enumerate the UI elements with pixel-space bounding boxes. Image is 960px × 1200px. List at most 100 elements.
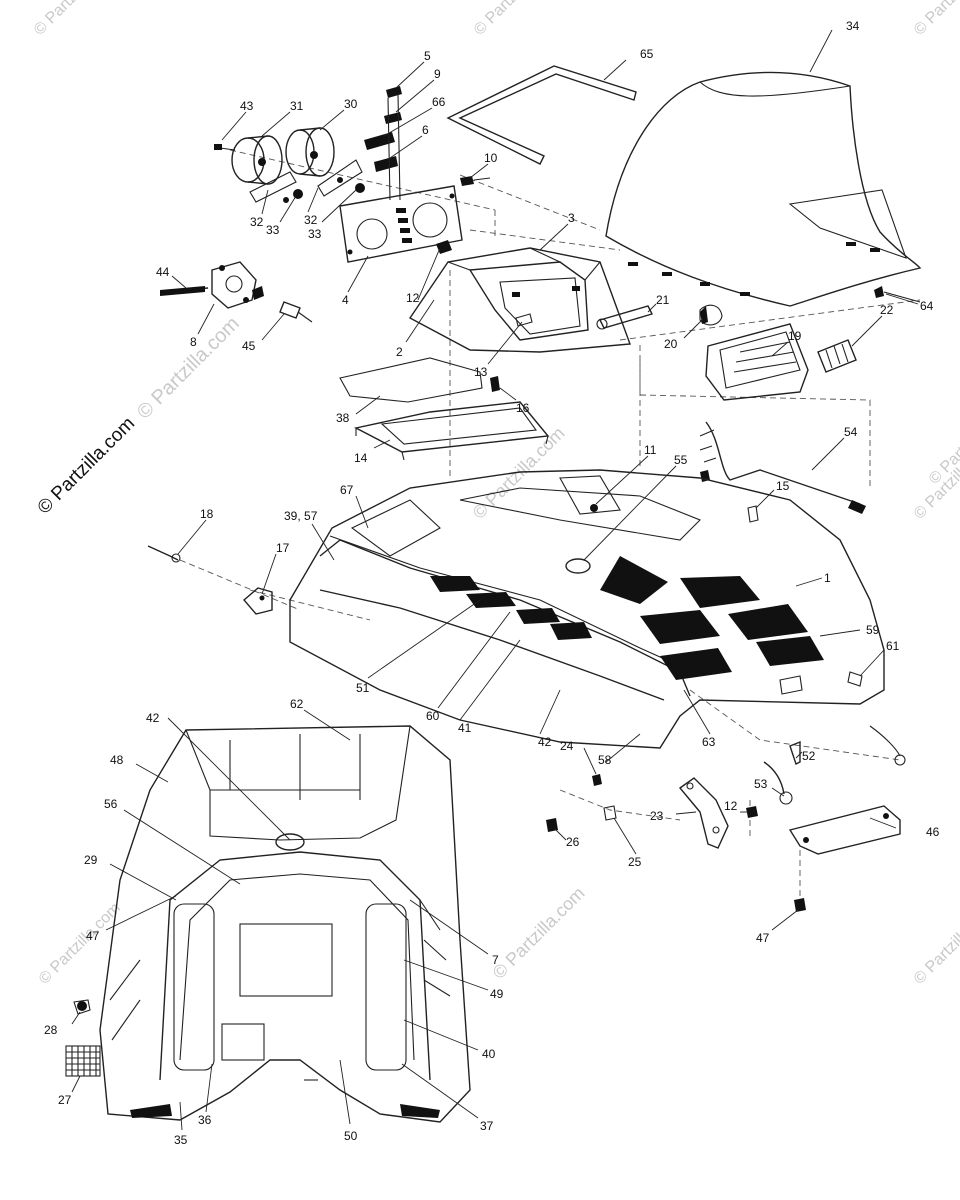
callout: 11 xyxy=(644,443,657,457)
callout: 27 xyxy=(58,1093,72,1107)
callout: 33 xyxy=(266,223,280,237)
callout: 12 xyxy=(406,291,420,305)
callout-labels: 5 9 66 6 43 31 30 10 32 32 33 33 4 65 34… xyxy=(44,19,940,1147)
screw-28 xyxy=(73,999,91,1015)
callout: 39, 57 xyxy=(284,509,318,523)
callout: 33 xyxy=(308,227,322,241)
copyright-notice: © Partzilla.com xyxy=(34,413,139,518)
callout: 59 xyxy=(866,623,880,637)
gauge-nut-right xyxy=(355,183,365,193)
gasket-38 xyxy=(339,357,483,403)
callout: 7 xyxy=(492,953,499,967)
headlight xyxy=(705,323,809,401)
screw-10 xyxy=(460,176,474,186)
callout: 6 xyxy=(422,123,429,137)
access-panel xyxy=(239,923,333,997)
callout: 41 xyxy=(458,721,472,735)
headlight-bulb xyxy=(699,304,723,326)
callout: 47 xyxy=(756,931,770,945)
callout: 15 xyxy=(776,479,790,493)
screw-16 xyxy=(490,376,500,392)
callout: 42 xyxy=(146,711,160,725)
callout: 52 xyxy=(802,749,816,763)
latch-hook-53 xyxy=(763,761,785,795)
callout: 43 xyxy=(240,99,254,113)
leader-lines xyxy=(71,29,919,1131)
hood xyxy=(289,469,885,749)
dash-plate xyxy=(339,185,463,263)
speedometer-gauge xyxy=(285,127,335,177)
grille-27 xyxy=(65,1045,101,1077)
callout: 29 xyxy=(84,853,98,867)
callout: 36 xyxy=(198,1113,212,1127)
callout: 28 xyxy=(44,1023,58,1037)
callout: 42 xyxy=(538,735,552,749)
callout: 61 xyxy=(886,639,900,653)
callout: 45 xyxy=(242,339,256,353)
callout: 31 xyxy=(290,99,304,113)
callout: 38 xyxy=(336,411,350,425)
callout: 22 xyxy=(880,303,894,317)
choke-knob xyxy=(279,301,301,319)
callout: 53 xyxy=(754,777,768,791)
adjuster-spring xyxy=(817,339,857,373)
ignition-switch xyxy=(211,261,257,309)
hood-cable-end xyxy=(869,725,901,757)
callout: 44 xyxy=(156,265,170,279)
console xyxy=(408,240,654,392)
callout: 49 xyxy=(490,987,504,1001)
indicator-light-6 xyxy=(374,156,398,172)
callout: 58 xyxy=(598,753,612,767)
callout: 67 xyxy=(340,483,354,497)
clip-13 xyxy=(515,313,533,327)
callout: 50 xyxy=(344,1129,358,1143)
callout: 34 xyxy=(846,19,860,33)
latch-bracket-23 xyxy=(678,777,729,849)
callout: 12 xyxy=(724,799,738,813)
callout: 8 xyxy=(190,335,197,349)
screw-15 xyxy=(747,505,759,523)
callout: 2 xyxy=(396,345,403,359)
clip-12-lower xyxy=(746,806,758,818)
watermark-lower-right: © Partzilla.com xyxy=(911,900,960,988)
callout: 25 xyxy=(628,855,642,869)
callout: 24 xyxy=(560,739,574,753)
hood-nut-11 xyxy=(590,504,598,512)
callout: 13 xyxy=(474,365,488,379)
assembly-lines xyxy=(179,149,921,900)
gauge-bracket-left xyxy=(249,171,297,203)
callout: 5 xyxy=(424,49,431,63)
grommet-12 xyxy=(436,240,452,254)
tray-14 xyxy=(353,401,550,453)
console-gasket-and-tray xyxy=(339,357,550,461)
callout: 35 xyxy=(174,1133,188,1147)
gauge-bracket-right xyxy=(317,159,363,197)
grommet-62 xyxy=(275,833,305,851)
indicator-light-66 xyxy=(364,132,395,150)
callout: 55 xyxy=(674,453,688,467)
callout: 63 xyxy=(702,735,716,749)
callout: 20 xyxy=(664,337,678,351)
callout: 3 xyxy=(568,211,575,225)
bolt-21 xyxy=(598,305,654,329)
latch-plate-46 xyxy=(788,805,901,855)
hood-latch-assembly xyxy=(546,725,906,912)
windshield-brace xyxy=(446,65,637,165)
callout: 32 xyxy=(304,213,318,227)
callout: 60 xyxy=(426,709,440,723)
callout: 10 xyxy=(484,151,498,165)
hood-hinge xyxy=(243,587,273,615)
callout: 16 xyxy=(516,401,530,415)
gauge-nut-left xyxy=(293,189,303,199)
windshield xyxy=(605,71,922,307)
callout: 37 xyxy=(480,1119,494,1133)
tachometer-gauge xyxy=(214,135,283,185)
watermark-lower-center: © Partzilla.com xyxy=(489,883,589,983)
callout: 21 xyxy=(656,293,670,307)
callout: 1 xyxy=(824,571,831,585)
callout: 26 xyxy=(566,835,580,849)
callout: 56 xyxy=(104,797,118,811)
indicator-light-9 xyxy=(384,112,402,124)
callout: 64 xyxy=(920,299,934,313)
